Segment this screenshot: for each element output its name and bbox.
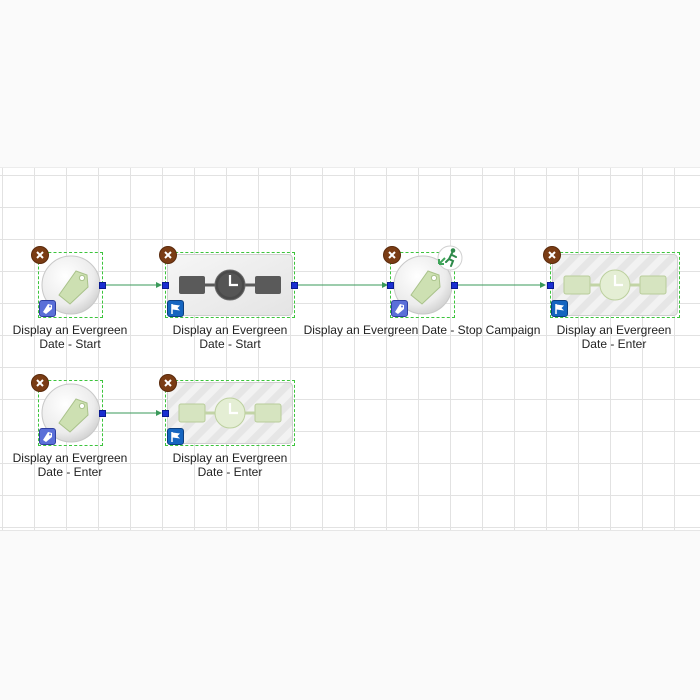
remove-node-button[interactable] — [159, 374, 177, 392]
flag-icon — [551, 300, 568, 317]
wait-timer-icon — [167, 254, 293, 316]
output-port[interactable] — [99, 282, 106, 289]
tag-icon — [39, 428, 56, 445]
output-port[interactable] — [99, 410, 106, 417]
flag-icon — [167, 300, 184, 317]
node-label: Display an Evergreen Date - Stop Campaig… — [303, 323, 541, 337]
output-port[interactable] — [451, 282, 458, 289]
wait-timer-icon — [552, 254, 678, 316]
remove-node-button[interactable] — [159, 246, 177, 264]
tag-circle-icon — [393, 255, 453, 315]
output-port[interactable] — [291, 282, 298, 289]
tag-circle-icon — [41, 383, 101, 443]
input-port[interactable] — [387, 282, 394, 289]
remove-node-button[interactable] — [31, 374, 49, 392]
input-port[interactable] — [162, 282, 169, 289]
workflow-canvas[interactable] — [0, 167, 700, 531]
input-port[interactable] — [162, 410, 169, 417]
exit-person-icon — [437, 245, 463, 271]
tag-icon — [39, 300, 56, 317]
remove-node-button[interactable] — [31, 246, 49, 264]
tag-icon — [391, 300, 408, 317]
wait-timer-icon — [167, 382, 293, 444]
flag-icon — [167, 428, 184, 445]
remove-node-button[interactable] — [383, 246, 401, 264]
input-port[interactable] — [547, 282, 554, 289]
remove-node-button[interactable] — [543, 246, 561, 264]
tag-circle-icon — [41, 255, 101, 315]
